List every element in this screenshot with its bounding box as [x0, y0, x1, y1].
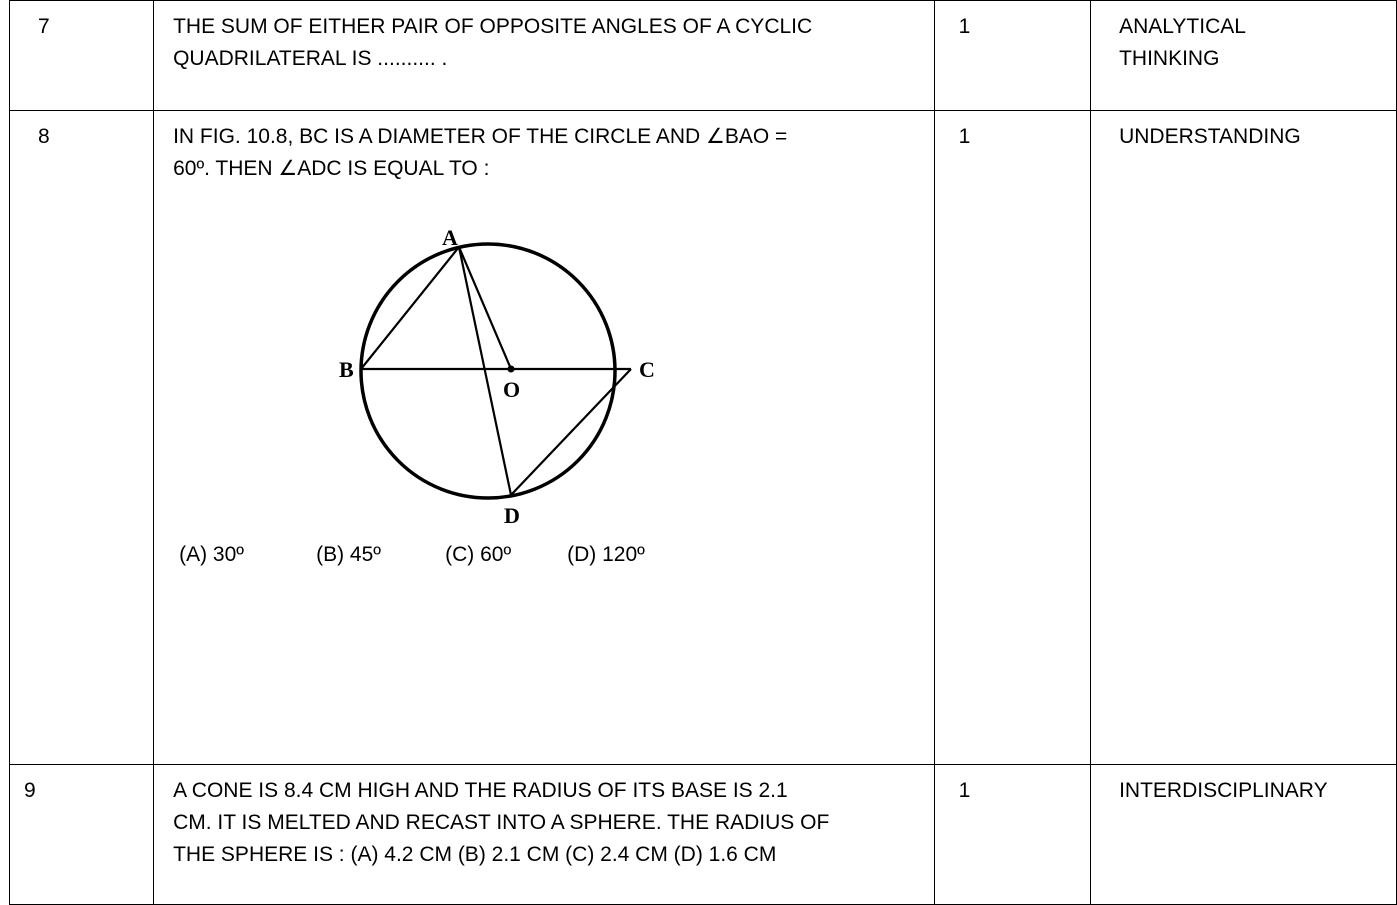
table-row: 9 A CONE IS 8.4 CM HIGH AND THE RADIUS O… — [8, 764, 1397, 905]
label-c: C — [639, 357, 655, 382]
question-category: UNDERSTANDING — [1090, 110, 1397, 765]
question-marks: 1 — [933, 110, 1092, 765]
question-marks: 1 — [933, 764, 1092, 905]
option-b: (B) 45º — [316, 543, 381, 566]
question-text: A CONE IS 8.4 CM HIGH AND THE RADIUS OF … — [153, 764, 935, 905]
circle-figure: A B C O D — [339, 225, 655, 528]
question-number: 9 — [8, 764, 155, 905]
answer-options: (A) 30º (B) 45º (C) 60º (D) 120º — [179, 539, 924, 571]
table-row: 8 IN FIG. 10.8, BC IS A DIAMETER OF THE … — [8, 110, 1397, 765]
question-line: IN FIG. 10.8, BC IS A DIAMETER OF THE CI… — [173, 125, 788, 148]
label-b: B — [339, 357, 354, 382]
circle-outline — [359, 242, 617, 500]
question-table: 7 THE SUM OF EITHER PAIR OF OPPOSITE ANG… — [8, 0, 1397, 905]
question-category: INTERDISCIPLINARY — [1090, 764, 1397, 905]
segment-dc — [510, 368, 632, 496]
question-line: A CONE IS 8.4 CM HIGH AND THE RADIUS OF … — [173, 779, 788, 802]
question-line: THE SUM OF EITHER PAIR OF OPPOSITE ANGLE… — [173, 15, 813, 38]
question-line: CM. IT IS MELTED AND RECAST INTO A SPHER… — [173, 811, 830, 834]
segment-ao — [458, 246, 513, 370]
option-d: (D) 120º — [567, 543, 645, 566]
question-category: ANALYTICAL THINKING — [1090, 0, 1397, 111]
label-o: O — [503, 377, 520, 402]
segment-ab — [360, 246, 460, 370]
category-line: THINKING — [1119, 47, 1220, 70]
question-marks: 1 — [933, 0, 1092, 111]
question-number: 8 — [8, 110, 155, 765]
label-d: D — [504, 503, 520, 528]
center-point — [507, 365, 515, 373]
segment-ad — [458, 246, 513, 496]
question-line: THE SPHERE IS : (A) 4.2 CM (B) 2.1 CM (C… — [173, 843, 777, 866]
question-text: THE SUM OF EITHER PAIR OF OPPOSITE ANGLE… — [153, 0, 935, 111]
question-number: 7 — [8, 0, 155, 111]
question-line: 60º. THEN ∠ADC IS EQUAL TO : — [173, 157, 490, 180]
question-line: QUADRILATERAL IS .......... . — [173, 47, 448, 70]
table-row: 7 THE SUM OF EITHER PAIR OF OPPOSITE ANG… — [8, 0, 1397, 111]
option-c: (C) 60º — [445, 543, 512, 566]
question-text: IN FIG. 10.8, BC IS A DIAMETER OF THE CI… — [153, 110, 935, 765]
category-line: ANALYTICAL — [1119, 15, 1246, 38]
option-a: (A) 30º — [179, 543, 244, 566]
label-a: A — [442, 225, 458, 250]
